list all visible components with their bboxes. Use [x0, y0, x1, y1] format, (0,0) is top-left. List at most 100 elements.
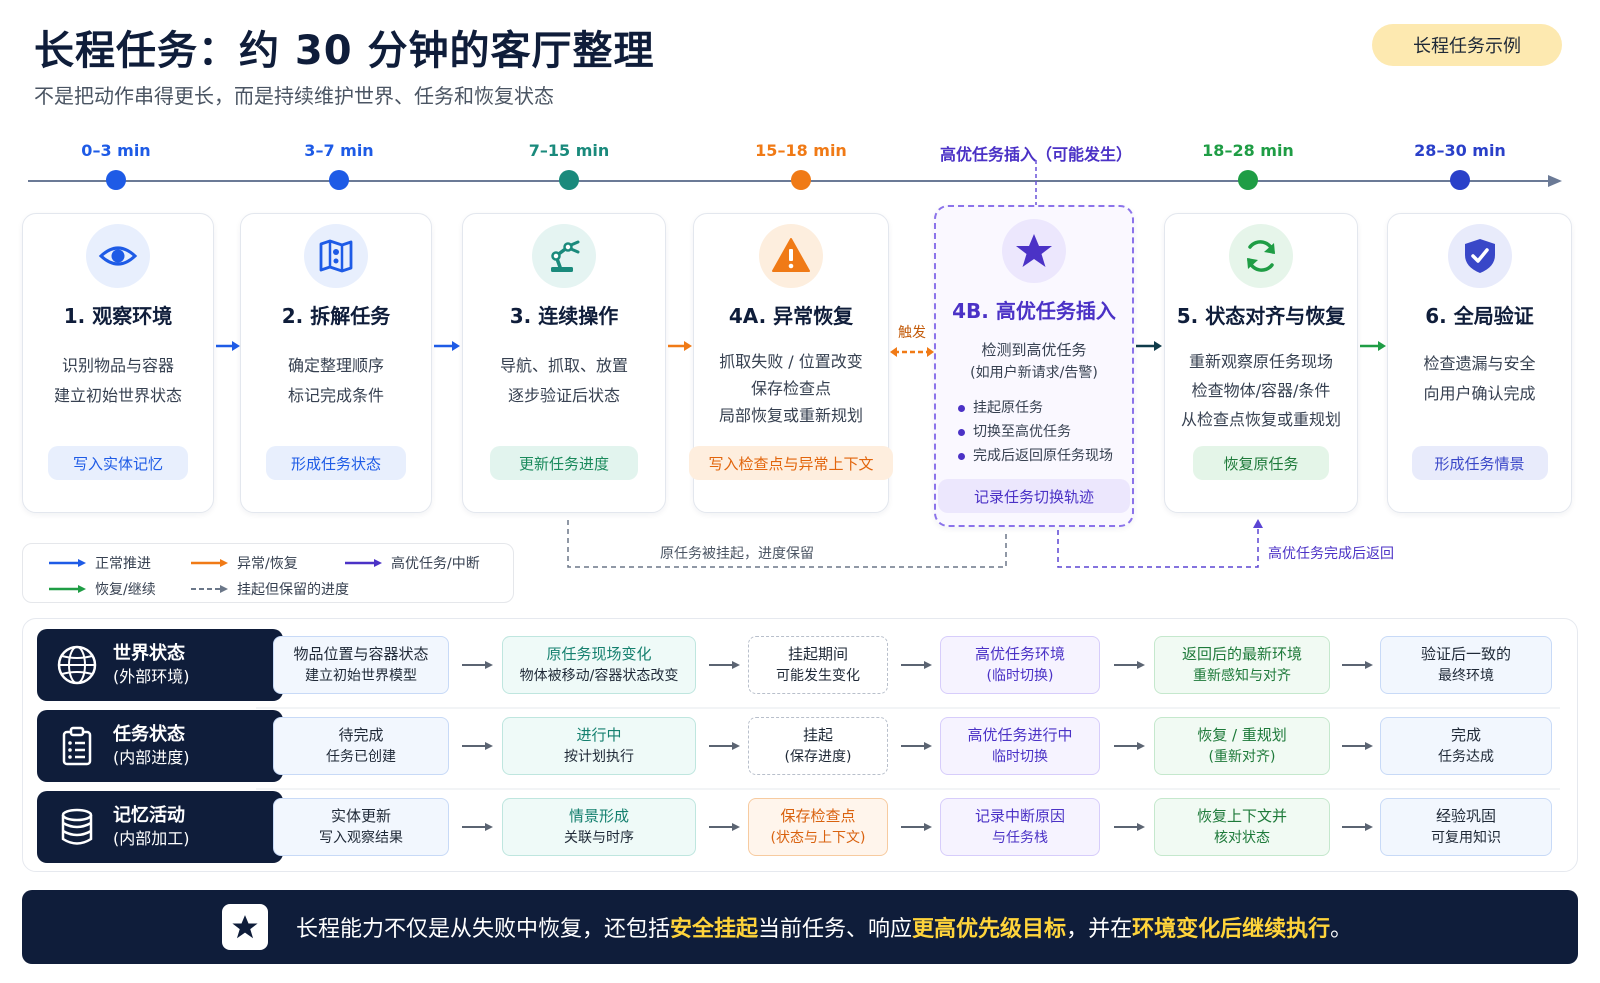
- legend-resume: 恢复/继续: [49, 579, 156, 599]
- state-box: 高优任务环境(临时切换): [940, 636, 1100, 694]
- card-tag: 写入检查点与异常上下文: [689, 446, 893, 480]
- card-title: 4A. 异常恢复: [728, 304, 854, 328]
- time-label-1: 0–3 min: [81, 141, 151, 160]
- step-card-operate: 3. 连续操作 导航、抓取、放置 逐步验证后状态 更新任务进度: [462, 213, 666, 513]
- row-subtitle: (内部进度): [113, 748, 190, 768]
- row-title: 世界状态: [113, 643, 185, 665]
- card-line: 向用户确认完成: [1423, 384, 1536, 403]
- card-line: 确定整理顺序: [287, 356, 384, 375]
- time-label-4: 15–18 min: [755, 141, 847, 160]
- time-label-2: 3–7 min: [304, 141, 374, 160]
- card-line: 标记完成条件: [287, 386, 384, 405]
- timeline-dot-6: [1450, 170, 1470, 190]
- row-title: 记忆活动: [113, 805, 185, 827]
- card-line: 局部恢复或重新规划: [718, 406, 863, 425]
- time-label-6: 28–30 min: [1414, 141, 1506, 160]
- row-subtitle: (外部环境): [113, 667, 190, 687]
- legend-suspended: 挂起但保留的进度: [191, 579, 349, 599]
- state-box: 经验巩固可复用知识: [1380, 798, 1552, 856]
- row-subtitle: (内部加工): [113, 829, 190, 849]
- card-line: 导航、抓取、放置: [499, 356, 628, 375]
- map-icon: [304, 224, 368, 288]
- bullet-item: 完成后返回原任务现场: [958, 445, 1113, 465]
- step-card-priority-insert: 4B. 高优任务插入 检测到高优任务 (如用户新请求/告警) 挂起原任务 切换至…: [934, 205, 1134, 527]
- state-box: 完成任务达成: [1380, 717, 1552, 775]
- card-tag: 形成任务状态: [266, 446, 406, 480]
- card-line: 重新观察原任务现场: [1188, 352, 1333, 371]
- card-line: 保存检查点: [750, 379, 831, 398]
- card-tag: 更新任务进度: [490, 446, 638, 480]
- legend: 正常推进 异常/恢复 高优任务/中断 恢复/继续 挂起但保留的进度: [22, 543, 514, 603]
- card-title: 5. 状态对齐与恢复: [1176, 304, 1346, 328]
- page-title: 长程任务：约 30 分钟的客厅整理: [34, 28, 655, 74]
- star-icon: [222, 904, 268, 950]
- state-panel: [22, 618, 1578, 872]
- timeline-dot-4: [791, 170, 811, 190]
- database-icon: [47, 791, 107, 863]
- card-tag: 记录任务切换轨迹: [938, 479, 1130, 513]
- card-line: 检查物体/容器/条件: [1191, 381, 1331, 400]
- state-box: 高优任务进行中临时切换: [940, 717, 1100, 775]
- card-line: 逐步验证后状态: [507, 386, 620, 405]
- clipboard-icon: [47, 710, 107, 782]
- robot-arm-icon: [532, 224, 596, 288]
- timeline-dot-5: [1238, 170, 1258, 190]
- row-title: 任务状态: [113, 724, 185, 746]
- card-line: 抓取失败 / 位置改变: [719, 352, 863, 371]
- footer-text: 长程能力不仅是从失败中恢复，还包括安全挂起当前任务、响应更高优先级目标，并在环境…: [296, 917, 1353, 942]
- state-box: 挂起期间可能发生变化: [748, 636, 888, 694]
- page-subtitle: 不是把动作串得更长，而是持续维护世界、任务和恢复状态: [34, 84, 554, 108]
- shield-check-icon: [1447, 224, 1512, 288]
- footer-banner: 长程能力不仅是从失败中恢复，还包括安全挂起当前任务、响应更高优先级目标，并在环境…: [22, 890, 1578, 964]
- refresh-icon: [1229, 224, 1293, 288]
- state-box: 恢复上下文并核对状态: [1154, 798, 1330, 856]
- step-card-verify: 6. 全局验证 检查遗漏与安全 向用户确认完成 形成任务情景: [1387, 213, 1572, 513]
- warning-icon: [759, 224, 823, 288]
- timeline-dot-2: [329, 170, 349, 190]
- star-icon: [1002, 219, 1066, 283]
- card-line: 建立初始世界状态: [53, 386, 182, 405]
- bullet-item: 切换至高优任务: [958, 421, 1071, 441]
- card-title: 3. 连续操作: [509, 304, 619, 328]
- card-tag: 写入实体记忆: [48, 446, 188, 480]
- card-line: 从检查点恢复或重规划: [1180, 410, 1341, 429]
- card-title: 4B. 高优任务插入: [952, 299, 1116, 323]
- card-title: 6. 全局验证: [1425, 304, 1534, 328]
- card-line: 检查遗漏与安全: [1423, 354, 1536, 373]
- legend-priority: 高优任务/中断: [345, 553, 480, 573]
- bullet-item: 挂起原任务: [958, 397, 1043, 417]
- time-label-priority: 高优任务插入（可能发生）: [939, 145, 1133, 164]
- timeline-dot-3: [559, 170, 579, 190]
- card-tag: 恢复原任务: [1193, 446, 1329, 480]
- time-label-3: 7–15 min: [528, 141, 610, 160]
- card-tag: 形成任务情景: [1411, 446, 1548, 480]
- state-box: 记录中断原因与任务栈: [940, 798, 1100, 856]
- state-box: 返回后的最新环境重新感知与对齐: [1154, 636, 1330, 694]
- state-box: 进行中按计划执行: [502, 717, 696, 775]
- step-card-realign: 5. 状态对齐与恢复 重新观察原任务现场 检查物体/容器/条件 从检查点恢复或重…: [1164, 213, 1358, 513]
- step-card-exception: 4A. 异常恢复 抓取失败 / 位置改变 保存检查点 局部恢复或重新规划 写入检…: [689, 213, 893, 513]
- suspended-label: 原任务被挂起，进度保留: [660, 546, 814, 562]
- state-box: 情景形成关联与时序: [502, 798, 696, 856]
- step-card-decompose: 2. 拆解任务 确定整理顺序 标记完成条件 形成任务状态: [240, 213, 432, 513]
- state-box: 挂起(保存进度): [748, 717, 888, 775]
- state-box: 验证后一致的最终环境: [1380, 636, 1552, 694]
- return-label: 高优任务完成后返回: [1268, 546, 1394, 562]
- row-label-memory: 记忆活动(内部加工): [37, 791, 283, 863]
- legend-normal: 正常推进: [49, 553, 151, 573]
- timeline-dot-1: [106, 170, 126, 190]
- step-card-observe: 1. 观察环境 识别物品与容器 建立初始世界状态 写入实体记忆: [22, 213, 214, 513]
- row-label-task: 任务状态(内部进度): [37, 710, 283, 782]
- card-line: (如用户新请求/告警): [970, 365, 1098, 381]
- card-title: 2. 拆解任务: [281, 304, 391, 328]
- card-line: 检测到高优任务: [981, 341, 1087, 359]
- example-badge: 长程任务示例: [1372, 24, 1562, 66]
- legend-exception: 异常/恢复: [191, 553, 298, 573]
- state-box: 原任务现场变化物体被移动/容器状态改变: [502, 636, 696, 694]
- card-line: 识别物品与容器: [61, 356, 174, 375]
- row-label-world: 世界状态(外部环境): [37, 629, 283, 701]
- state-box: 恢复 / 重规划(重新对齐): [1154, 717, 1330, 775]
